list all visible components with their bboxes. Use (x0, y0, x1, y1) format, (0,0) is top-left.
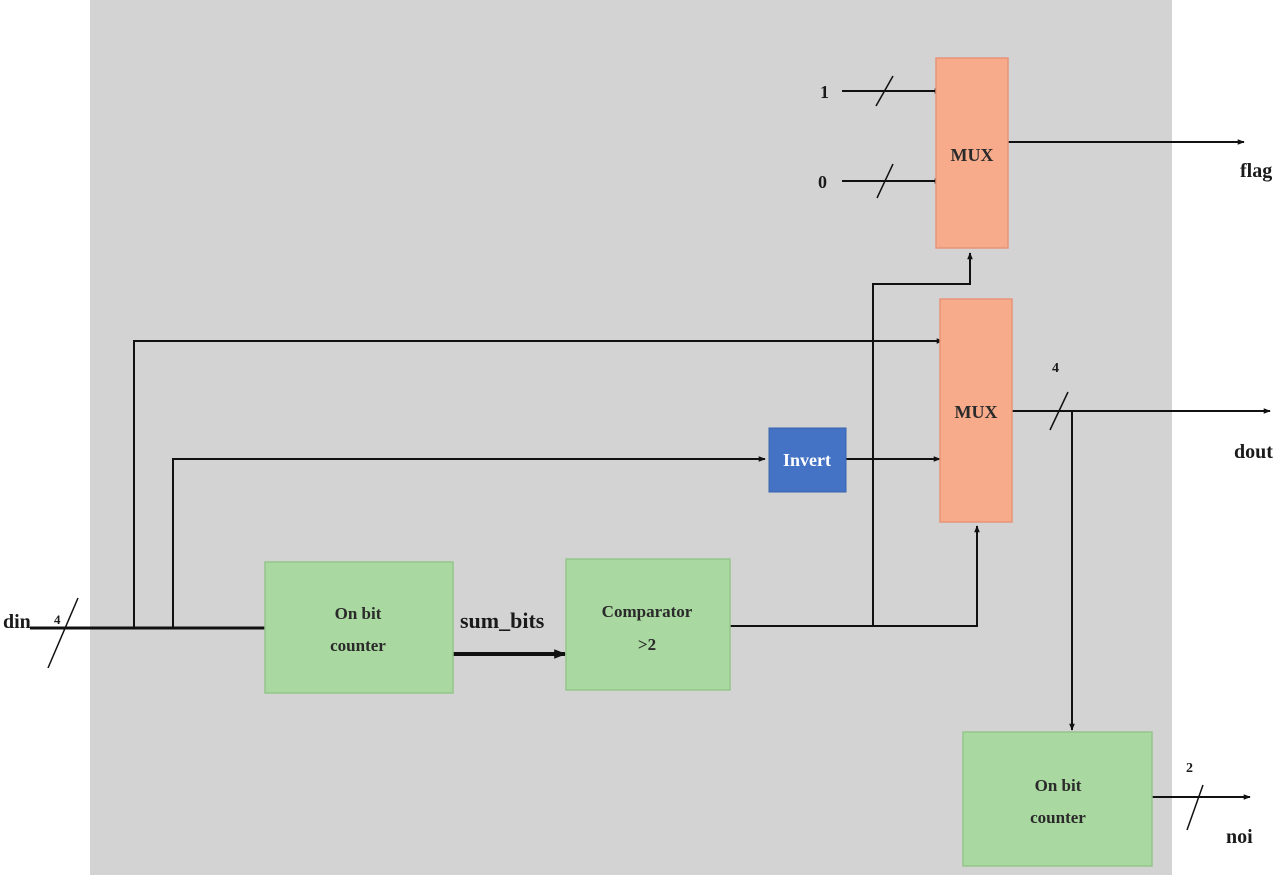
wires (30, 75, 1271, 831)
comparator-label-line2: >2 (638, 635, 656, 654)
dout-width-label: 4 (1052, 361, 1059, 376)
din-width-slash (47, 597, 79, 669)
mux-flag-label: MUX (951, 145, 994, 165)
sum-bits-label: sum_bits (460, 608, 545, 633)
flag-label: flag (1240, 160, 1272, 182)
noi-width-slash (1186, 784, 1204, 831)
counter-label-line2: counter (330, 636, 386, 655)
invert-block: Invert (768, 427, 847, 493)
din-to-invert-wire (172, 456, 766, 628)
mux-dout-label: MUX (955, 402, 998, 422)
const-1-label: 1 (820, 82, 829, 102)
din-label: din (3, 611, 31, 633)
din-to-mux-wire (133, 338, 944, 628)
const-0-slash (876, 163, 894, 199)
counter-2-label-line2: counter (1030, 808, 1086, 827)
const-0-label: 0 (818, 172, 827, 192)
invert-label: Invert (783, 450, 831, 470)
on-bit-counter-2-block: On bit counter (962, 731, 1153, 867)
din-width-label: 4 (54, 612, 61, 627)
mux-flag-block: MUX (935, 57, 1009, 249)
dout-width-slash (1049, 391, 1069, 431)
mux-dout-block: MUX (939, 298, 1013, 523)
const-1-slash (875, 75, 894, 107)
noi-label: noi (1226, 826, 1253, 848)
comparator-to-mux-dout-select-wire (730, 525, 980, 627)
noi-width-label: 2 (1186, 761, 1193, 776)
dout-label: dout (1234, 441, 1273, 463)
counter-label-line1: On bit (335, 604, 382, 623)
comparator-to-mux-flag-select-wire (872, 252, 973, 626)
on-bit-counter-block: On bit counter (264, 561, 454, 694)
counter-2-label-line1: On bit (1035, 776, 1082, 795)
comparator-label-line1: Comparator (602, 602, 693, 621)
comparator-block: Comparator >2 (565, 558, 731, 691)
